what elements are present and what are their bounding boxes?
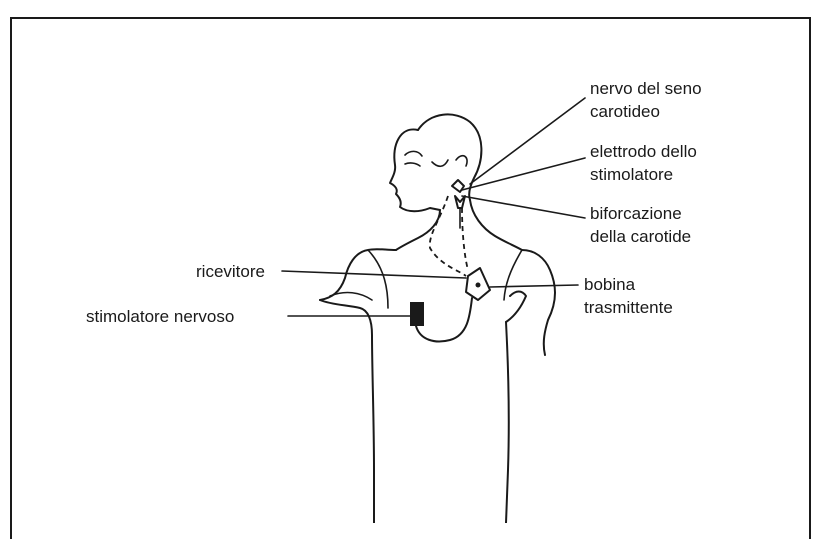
label-coil-line2: trasmittente bbox=[584, 298, 673, 317]
label-electrode-line1: elettrodo dello bbox=[590, 142, 697, 161]
leader-receiver bbox=[282, 271, 466, 278]
receiver-device bbox=[466, 268, 490, 300]
stimulator-cable bbox=[416, 298, 472, 341]
leader-bifurcation bbox=[462, 196, 585, 218]
anatomy-diagram: nervo del seno carotideo elettrodo dello… bbox=[0, 0, 818, 523]
label-nerve-line1: nervo del seno bbox=[590, 79, 702, 98]
label-stimulator: stimolatore nervoso bbox=[86, 307, 234, 326]
label-coil-line1: bobina bbox=[584, 275, 636, 294]
leader-coil bbox=[490, 285, 578, 287]
nerve-stimulator-device bbox=[410, 302, 424, 326]
lead-wire-right bbox=[462, 208, 468, 270]
torso-outline bbox=[320, 249, 555, 523]
diagram-figure: nervo del seno carotideo elettrodo dello… bbox=[0, 0, 818, 523]
label-bifurcation-line2: della carotide bbox=[590, 227, 691, 246]
label-receiver: ricevitore bbox=[196, 262, 265, 281]
leader-nerve bbox=[470, 98, 585, 184]
label-electrode-line2: stimolatore bbox=[590, 165, 673, 184]
label-bifurcation-line1: biforcazione bbox=[590, 204, 682, 223]
label-nerve-line2: carotideo bbox=[590, 102, 660, 121]
